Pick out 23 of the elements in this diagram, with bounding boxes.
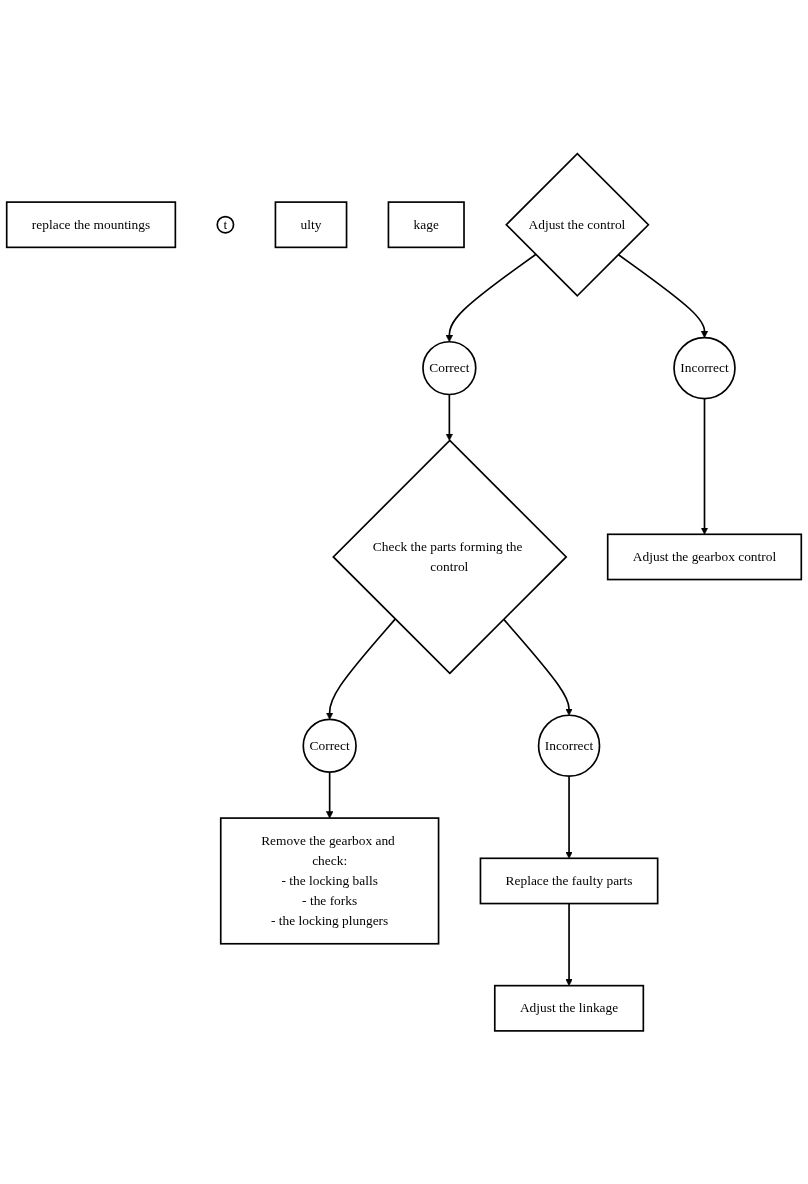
node-circle: Correct <box>422 340 477 396</box>
arrow <box>700 397 709 535</box>
arrow <box>325 771 334 819</box>
node-circle: Correct <box>302 718 357 773</box>
node-box: Adjust the gearbox control <box>606 533 803 581</box>
arrow <box>445 253 537 342</box>
node-box: Remove the gearbox and check: - the locking balls - the forks - the locking plungers <box>219 816 440 945</box>
arrow <box>565 902 573 986</box>
arrow <box>445 393 454 441</box>
node-diamond: Check the parts forming the control <box>332 439 568 675</box>
arrow <box>325 618 396 720</box>
node-box: Adjust the linkage <box>493 984 645 1032</box>
node-box: kage <box>387 200 465 248</box>
node-box: ulty <box>274 200 348 248</box>
node-box: replace the mountings <box>5 200 177 248</box>
node-circle: Incorrect <box>537 714 601 777</box>
node-diamond: Adjust the control <box>505 152 650 297</box>
node-circle: Incorrect <box>673 336 736 400</box>
node-box: Replace the faulty parts <box>479 857 659 905</box>
arrow <box>502 618 573 716</box>
arrow <box>617 253 709 338</box>
arrow <box>565 775 573 859</box>
node-circle: t <box>216 215 235 234</box>
